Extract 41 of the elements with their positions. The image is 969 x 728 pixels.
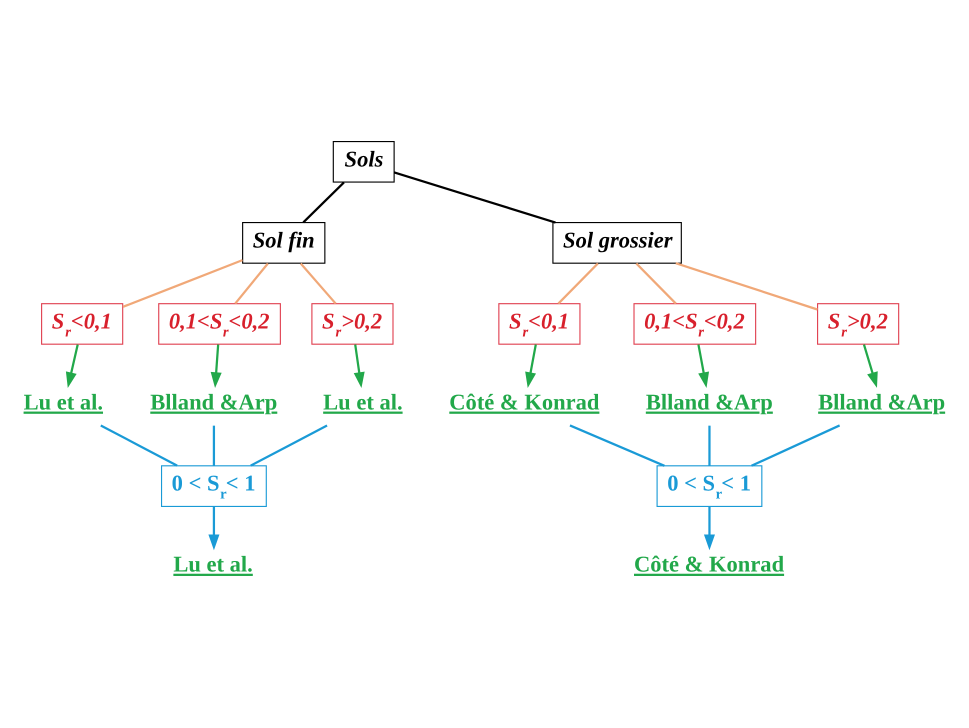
connector xyxy=(250,424,328,466)
connector xyxy=(300,262,336,304)
node-box: Sols xyxy=(332,140,395,182)
node-text: Blland &Arp xyxy=(150,389,278,414)
node-box: Sol grossier xyxy=(552,222,682,264)
node-box: S$_{r}$<0,1 xyxy=(41,302,124,344)
connector xyxy=(570,424,665,466)
node-text: Côté & Konrad xyxy=(449,389,600,414)
node-text: Lu et al. xyxy=(173,551,253,576)
arrow xyxy=(210,344,222,388)
node-box: 0 < S$_{r}$< 1 xyxy=(656,464,762,506)
node-text: Lu et al. xyxy=(323,389,403,414)
node-text: Côté & Konrad xyxy=(634,551,784,576)
arrow xyxy=(354,344,365,388)
node-box: S$_{r}$>0,2 xyxy=(817,302,900,344)
arrow xyxy=(208,506,220,550)
node-text: Lu et al. xyxy=(24,389,104,414)
connector xyxy=(558,262,599,304)
connector xyxy=(234,262,269,304)
node-box: S$_{r}$>0,2 xyxy=(311,302,394,344)
connector xyxy=(122,258,243,308)
connector xyxy=(100,424,178,466)
arrow xyxy=(704,506,715,550)
arrow xyxy=(525,344,537,388)
node-box: 0,1<S$_{r}$<0,2 xyxy=(158,302,281,344)
arrow xyxy=(697,344,710,388)
connector xyxy=(302,181,345,223)
node-box: S$_{r}$<0,1 xyxy=(498,302,581,344)
node-text: Blland &Arp xyxy=(818,389,946,414)
node-text: Blland &Arp xyxy=(646,389,773,414)
connector xyxy=(708,425,711,466)
node-box: 0,1<S$_{r}$<0,2 xyxy=(633,302,756,344)
connector xyxy=(751,424,840,466)
connector xyxy=(675,262,818,310)
connector xyxy=(212,425,216,466)
arrow xyxy=(862,344,878,388)
node-box: 0 < S$_{r}$< 1 xyxy=(160,464,267,506)
connector xyxy=(636,262,677,304)
arrow xyxy=(66,344,79,388)
connector xyxy=(394,170,556,224)
node-box: Sol fin xyxy=(242,222,326,264)
